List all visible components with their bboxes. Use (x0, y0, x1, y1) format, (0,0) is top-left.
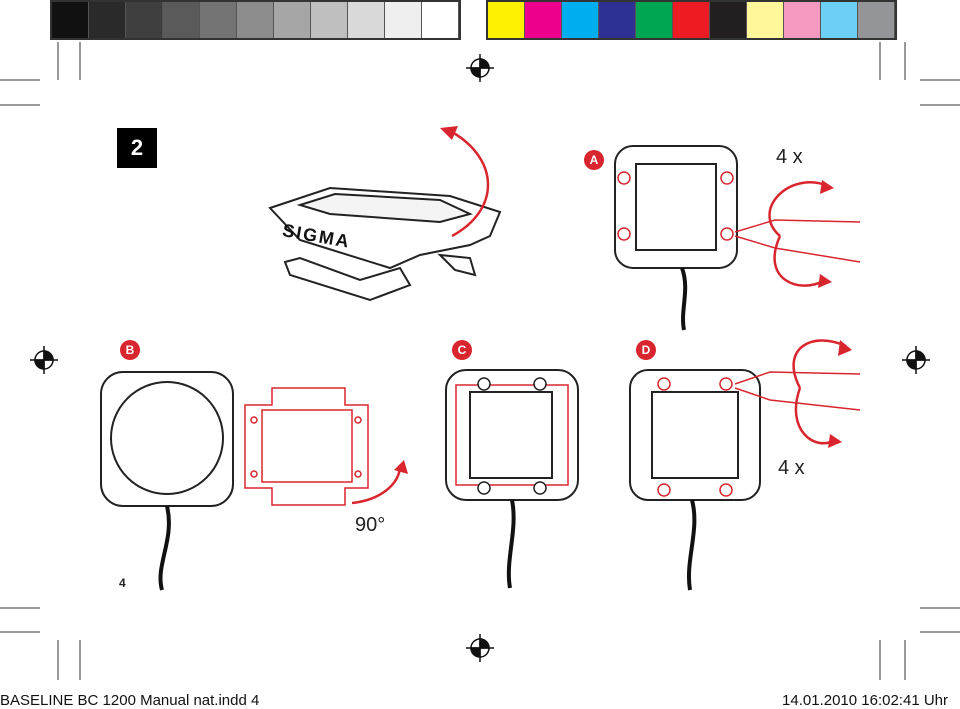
crop-marks (0, 42, 960, 680)
screw-count-a: 4 x (776, 146, 803, 168)
screwdriver-d (734, 339, 861, 445)
color-swatch-10 (821, 2, 858, 38)
panel-label-b: B (120, 340, 140, 360)
screwdriver-a (734, 181, 861, 287)
gray-swatch-3 (126, 2, 163, 38)
color-swatch-1 (488, 2, 525, 38)
gray-swatch-6 (237, 2, 274, 38)
gray-swatch-4 (163, 2, 200, 38)
color-swatch-2 (525, 2, 562, 38)
gray-swatch-11 (422, 2, 459, 38)
panel-label-c: C (452, 340, 472, 360)
gray-swatch-7 (274, 2, 311, 38)
color-swatch-11 (858, 2, 895, 38)
footer-date-time: 14.01.2010 16:02:41 Uhr (782, 692, 948, 709)
panel-label-a: A (584, 150, 604, 170)
color-swatch-4 (599, 2, 636, 38)
gray-swatch-10 (385, 2, 422, 38)
gray-swatch-5 (200, 2, 237, 38)
gray-swatch-8 (311, 2, 348, 38)
panel-b-adapter-plate (244, 387, 369, 506)
color-swatch-5 (636, 2, 673, 38)
page-number: 4 (119, 576, 126, 590)
color-swatch-8 (747, 2, 784, 38)
grayscale-calibration-bar (50, 0, 461, 40)
color-swatch-9 (784, 2, 821, 38)
footer-file-name: BASELINE BC 1200 Manual nat.indd 4 (0, 692, 260, 709)
gray-swatch-9 (348, 2, 385, 38)
rotation-angle-label: 90° (355, 514, 386, 536)
step-number-badge: 2 (117, 128, 157, 168)
color-calibration-bar (486, 0, 897, 40)
color-swatch-7 (710, 2, 747, 38)
screw-count-d: 4 x (778, 457, 805, 479)
rotation-arrow-top (451, 130, 490, 238)
handlebar-bracket (268, 186, 502, 302)
panel-label-d: D (636, 340, 656, 360)
color-swatch-6 (673, 2, 710, 38)
panel-c-mount (445, 369, 579, 501)
panel-a-mount (614, 145, 738, 269)
panel-d-mount (629, 369, 761, 501)
gray-swatch-1 (52, 2, 89, 38)
panel-b-mount-ring (100, 371, 234, 507)
color-swatch-3 (562, 2, 599, 38)
gray-swatch-2 (89, 2, 126, 38)
registration-marks (30, 54, 930, 662)
